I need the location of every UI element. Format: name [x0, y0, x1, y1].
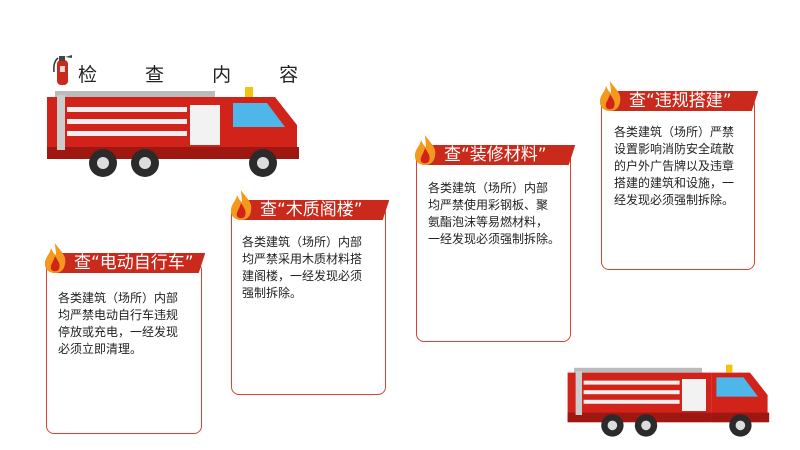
- fire-truck-icon: [47, 87, 299, 177]
- card-body: 各类建筑（场所）内部 均严禁使用彩钢板、聚 氨酯泡沫等易燃材料， 一经发现必须强…: [428, 180, 560, 248]
- card-body-line: 必须立即清理。: [58, 342, 143, 356]
- card-header: 查“违规搭建”: [597, 81, 759, 112]
- card-header: 查“木质阁楼”: [228, 190, 390, 221]
- card-header: 查“装修材料”: [412, 135, 576, 166]
- flame-icon: [414, 135, 436, 165]
- card-header: 查“电动自行车”: [42, 243, 206, 274]
- card-body-line: 各类建筑（场所）内部: [428, 181, 549, 195]
- card-body-line: 各类建筑（场所）内部: [58, 291, 179, 305]
- card-body: 各类建筑（场所）内部 均严禁采用木质材料搭 建阁楼，一经发现必须 强制拆除。: [242, 234, 362, 302]
- card-body-line: 停放或充电，一经发现: [58, 325, 179, 339]
- page-title: 检 查 内 容: [78, 64, 320, 86]
- card-body-line: 经发现必须强制拆除。: [614, 193, 735, 207]
- info-card: [416, 150, 571, 342]
- card-body-line: 均严禁采用木质材料搭: [242, 252, 363, 266]
- card-body: 各类建筑（场所）严禁 设置影响消防安全疏散 的户外广告牌以及违章 搭建的建筑和设…: [614, 124, 734, 209]
- flame-icon: [599, 81, 621, 111]
- card-body-line: 搭建的建筑和设施，一: [614, 176, 735, 190]
- card-body: 各类建筑（场所）内部 均严禁电动自行车违规 停放或充电，一经发现 必须立即清理。: [58, 290, 178, 358]
- card-body-line: 氨酯泡沫等易燃材料，: [428, 215, 549, 229]
- fire-extinguisher-icon: [53, 55, 72, 85]
- info-card: [231, 205, 386, 395]
- card-body-line: 各类建筑（场所）内部: [242, 235, 363, 249]
- card-body-line: 均严禁电动自行车违规: [58, 308, 179, 322]
- card-body-line: 的户外广告牌以及违章: [614, 159, 735, 173]
- card-body-line: 建阁楼，一经发现必须: [242, 269, 363, 283]
- card-header-label: 查“木质阁楼”: [260, 200, 363, 220]
- card-body-line: 均严禁使用彩钢板、聚: [428, 198, 549, 212]
- flame-icon: [44, 243, 66, 273]
- card-body-line: 一经发现必须强制拆除。: [428, 232, 561, 246]
- card-header-label: 查“违规搭建”: [629, 91, 732, 111]
- card-header-label: 查“电动自行车”: [74, 253, 194, 273]
- card-body-line: 各类建筑（场所）严禁: [614, 125, 735, 139]
- info-card: [601, 97, 755, 270]
- flame-icon: [230, 190, 252, 220]
- fire-truck-icon: [567, 364, 770, 437]
- card-body-line: 设置影响消防安全疏散: [614, 142, 735, 156]
- card-body-line: 强制拆除。: [242, 286, 303, 300]
- card-header-label: 查“装修材料”: [444, 145, 547, 165]
